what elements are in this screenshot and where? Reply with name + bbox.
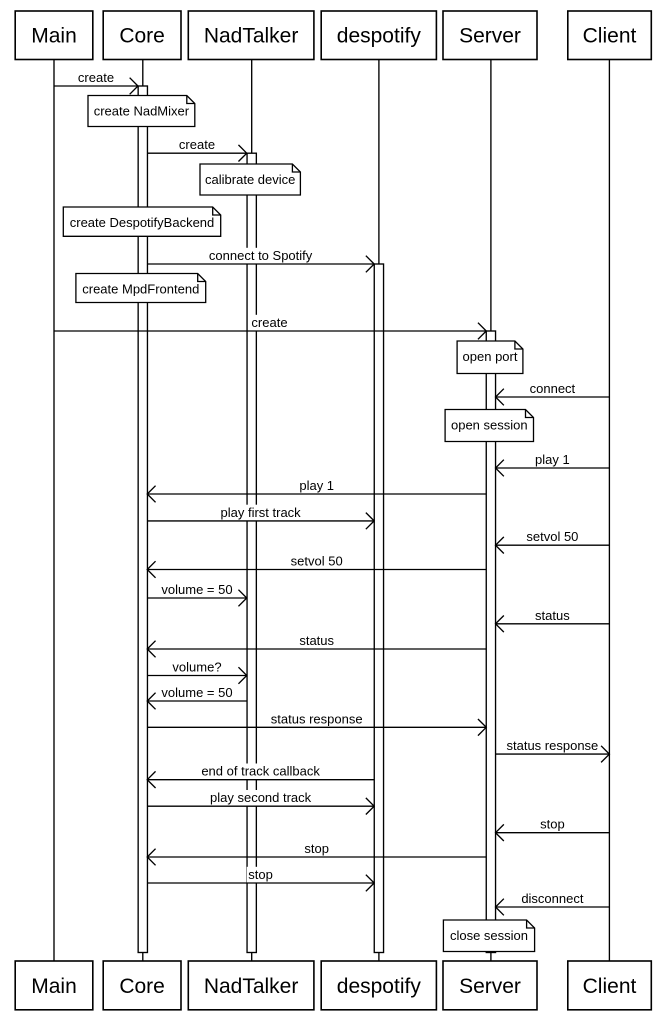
svg-text:play first track: play first track	[221, 505, 302, 520]
svg-text:connect: connect	[530, 381, 576, 396]
svg-text:open port: open port	[463, 349, 518, 364]
svg-text:despotify: despotify	[337, 975, 422, 998]
svg-text:despotify: despotify	[337, 25, 422, 48]
svg-text:status response: status response	[507, 738, 599, 753]
svg-text:stop: stop	[540, 817, 565, 832]
svg-text:create MpdFrontend: create MpdFrontend	[82, 282, 199, 297]
svg-text:Server: Server	[459, 25, 521, 48]
svg-text:open session: open session	[451, 418, 528, 433]
svg-text:create NadMixer: create NadMixer	[94, 104, 190, 119]
svg-text:play 1: play 1	[535, 452, 570, 467]
svg-text:create: create	[78, 70, 114, 85]
svg-text:play 1: play 1	[299, 478, 334, 493]
svg-text:stop: stop	[304, 841, 329, 856]
svg-text:create: create	[251, 315, 287, 330]
svg-text:Server: Server	[459, 975, 521, 998]
svg-text:setvol 50: setvol 50	[526, 529, 578, 544]
svg-text:create: create	[179, 137, 215, 152]
svg-text:create DespotifyBackend: create DespotifyBackend	[70, 215, 215, 230]
svg-text:Client: Client	[583, 975, 637, 998]
svg-text:setvol 50: setvol 50	[291, 554, 343, 569]
svg-text:play second track: play second track	[210, 790, 312, 805]
svg-text:end of track callback: end of track callback	[201, 764, 320, 779]
svg-text:volume = 50: volume = 50	[161, 685, 232, 700]
svg-text:Main: Main	[31, 975, 77, 998]
svg-text:disconnect: disconnect	[521, 891, 584, 906]
svg-text:volume?: volume?	[172, 660, 221, 675]
svg-text:NadTalker: NadTalker	[204, 25, 299, 48]
svg-text:stop: stop	[248, 867, 273, 882]
svg-text:Core: Core	[119, 975, 165, 998]
svg-text:Client: Client	[583, 25, 637, 48]
svg-text:status: status	[299, 633, 334, 648]
svg-text:NadTalker: NadTalker	[204, 975, 299, 998]
svg-text:status: status	[535, 608, 570, 623]
svg-text:Core: Core	[119, 25, 165, 48]
svg-text:calibrate device: calibrate device	[205, 172, 295, 187]
svg-text:connect to Spotify: connect to Spotify	[209, 248, 313, 263]
svg-text:status response: status response	[271, 711, 363, 726]
svg-text:volume = 50: volume = 50	[161, 582, 232, 597]
svg-text:close session: close session	[450, 928, 528, 943]
svg-text:Main: Main	[31, 25, 77, 48]
